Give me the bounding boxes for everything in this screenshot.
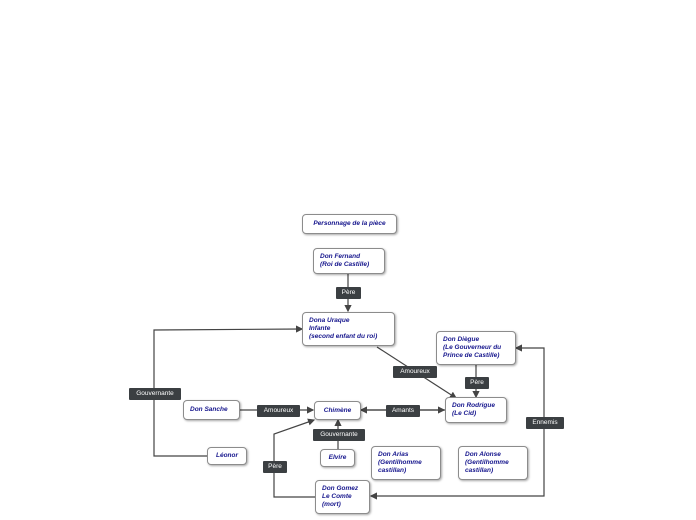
label-amants[interactable]: Amants [386, 405, 420, 417]
edge-ennemis-diegue [514, 344, 545, 423]
label-amoureux-uraque[interactable]: Amoureux [393, 366, 437, 378]
label-gouvernante-elvire[interactable]: Gouvernante [313, 429, 365, 441]
node-title[interactable]: Personnage de la pièce [302, 214, 397, 234]
node-don-diegue[interactable]: Don Diègue (Le Gouverneur du Prince de C… [436, 331, 516, 365]
node-don-gomez[interactable]: Don Gomez Le Comte (mort) [315, 480, 370, 514]
node-chimene[interactable]: Chimène [314, 401, 361, 420]
node-don-alonse[interactable]: Don Alonse (Gentilhomme castillan) [458, 446, 528, 480]
node-don-rodrigue[interactable]: Don Rodrigue (Le Cid) [445, 397, 507, 423]
label-amoureux-sanche[interactable]: Amoureux [257, 405, 300, 417]
label-pere-diegue[interactable]: Père [465, 377, 489, 389]
node-don-sanche[interactable]: Don Sanche [183, 400, 240, 420]
label-gouvernante-leonor[interactable]: Gouvernante [129, 388, 181, 400]
label-pere-fernand[interactable]: Père [336, 287, 361, 299]
node-leonor[interactable]: Léonor [207, 447, 247, 465]
node-elvire[interactable]: Elvire [320, 449, 355, 467]
node-don-arias[interactable]: Don Arias (Gentilhomme castillan) [371, 446, 441, 480]
label-ennemis[interactable]: Ennemis [526, 417, 564, 429]
node-don-fernand[interactable]: Don Fernand (Roi de Castille) [313, 248, 385, 274]
edge-gomez-chimene [273, 418, 316, 498]
node-dona-uraque[interactable]: Dona Uraque Infante (second enfant du ro… [302, 312, 395, 346]
label-pere-gomez[interactable]: Père [263, 461, 287, 473]
edge-ennemis-gomez [369, 423, 545, 500]
